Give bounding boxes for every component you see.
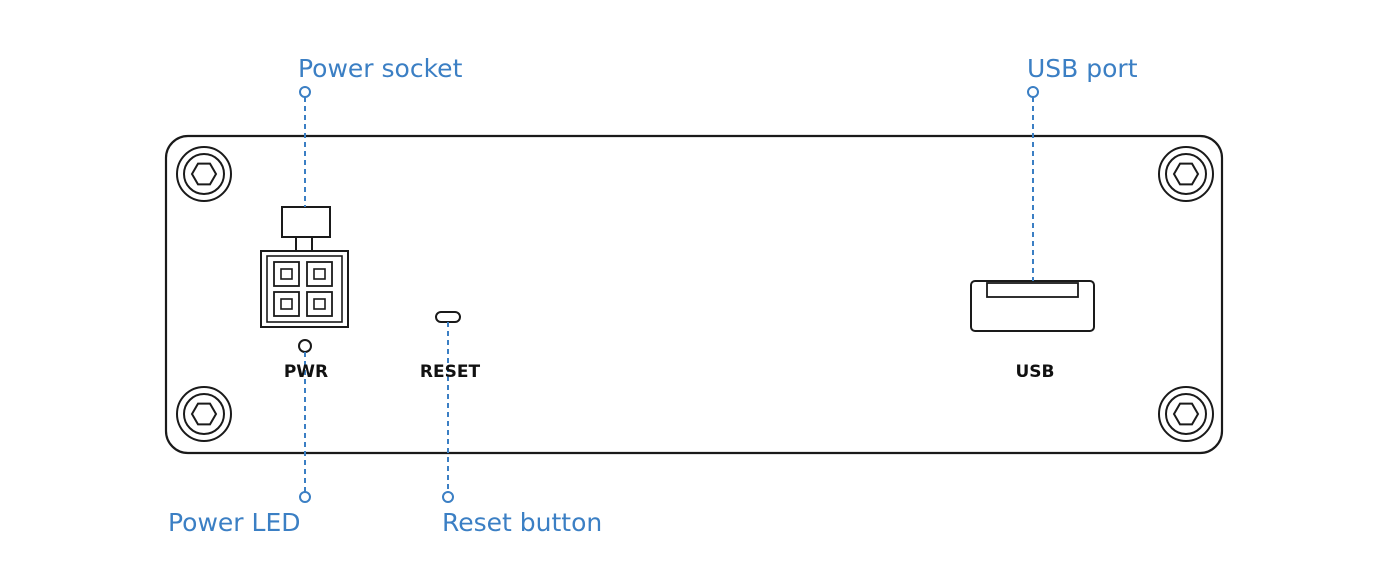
power-socket[interactable] (260, 206, 349, 328)
screw-bottom-left (176, 386, 232, 442)
power-socket-callout-label: Power socket (298, 54, 463, 83)
device-panel (164, 134, 1224, 455)
power-socket-inner (266, 255, 343, 323)
usb-panel-label: USB (1015, 362, 1055, 382)
pwr-panel-label: PWR (283, 362, 329, 382)
hex-screw-icon (190, 402, 218, 426)
callout-line-usb-port (1027, 86, 1039, 281)
screw-bottom-right (1158, 386, 1214, 442)
screw-top-right (1158, 146, 1214, 202)
callout-line-power-led (299, 352, 311, 503)
hex-screw-icon (190, 162, 218, 186)
power-socket-latch-tab (295, 236, 313, 252)
power-socket-latch (281, 206, 331, 238)
hex-screw-icon (1172, 162, 1200, 186)
callout-line-power-socket (299, 86, 311, 207)
screw-top-left (176, 146, 232, 202)
reset-panel-label: RESET (419, 362, 481, 382)
reset-button-callout-label: Reset button (442, 508, 603, 537)
power-led-callout-label: Power LED (168, 508, 301, 537)
hex-screw-icon (1172, 402, 1200, 426)
reset-button[interactable] (435, 311, 461, 323)
callout-line-reset-button (442, 322, 454, 503)
4-pin-power-connector-icon (273, 261, 333, 317)
usb-port[interactable] (970, 280, 1095, 332)
power-led (298, 339, 312, 353)
usb-port-callout-label: USB port (1027, 54, 1138, 83)
usb-port-tongue (986, 282, 1079, 298)
power-socket-body (260, 250, 349, 328)
